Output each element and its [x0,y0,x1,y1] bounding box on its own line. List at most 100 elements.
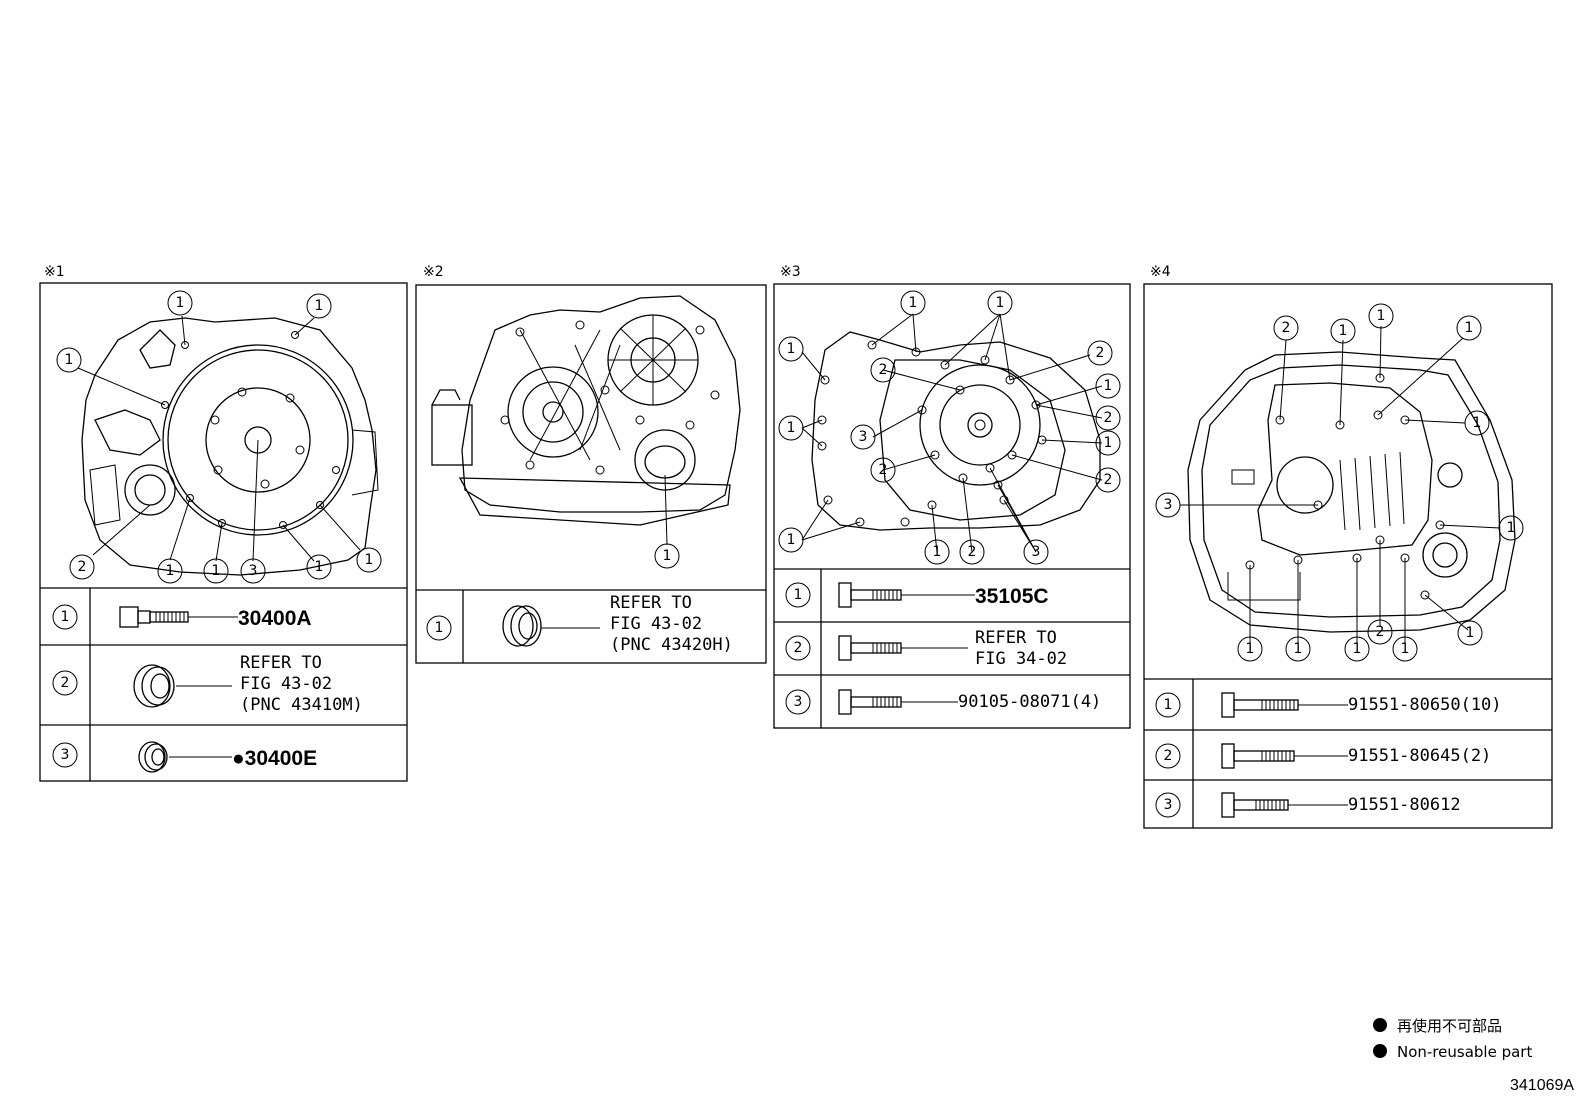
svg-text:1: 1 [1104,435,1113,451]
svg-text:1: 1 [166,563,175,579]
panel-2-callout [654,543,680,569]
svg-text:1: 1 [909,295,918,311]
svg-text:1: 1 [1401,641,1410,657]
panel-1-callouts: 1 1 1 2 1 1 3 1 1 [56,290,382,584]
panel-3-row-3-num: 3 [794,694,803,710]
panel-2-frame [415,284,767,664]
panel-4-row-3-part: 91551-80612 [1348,795,1461,815]
svg-text:1: 1 [1473,415,1482,431]
panel-3-row-2-line-2: FIG 34-02 [975,649,1067,669]
svg-text:3: 3 [859,429,868,445]
panel-4-row-1-num: 1 [1164,697,1173,713]
panel-4: ※4 [1143,264,1553,829]
panel-1-row-2-line-3: (PNC 43410M) [240,695,363,715]
svg-text:2: 2 [879,362,888,378]
panel-4-row-2-num: 2 [1164,748,1173,764]
svg-text:1: 1 [787,532,796,548]
panel-4-illustration [1180,325,1516,647]
panel-2-parts-table: 1 REFER TO FIG 43-02 (PNC 43420H) [416,589,766,663]
svg-text:1: 1 [996,295,1005,311]
bolt-icon [838,635,968,661]
bolt-icon [1221,743,1348,769]
non-reusable-dot-icon [1373,1018,1387,1032]
svg-text:1: 1 [787,420,796,436]
svg-text:1: 1 [315,298,324,314]
svg-text:1: 1 [663,548,672,564]
panel-2-row-1-line-3: (PNC 43420H) [610,635,733,655]
panel-3-row-1-part: 35105C [975,585,1049,608]
non-reusable-dot-icon [1373,1044,1387,1058]
svg-text:1: 1 [1104,378,1113,394]
svg-text:1: 1 [1353,641,1362,657]
panel-2-row-1-line-1: REFER TO [610,593,692,613]
bolt-icon [838,582,975,608]
svg-text:1: 1 [1246,641,1255,657]
panel-1-row-3-num: 3 [61,747,70,763]
panel-1: ※1 [39,264,408,782]
svg-text:2: 2 [968,544,977,560]
bolt-icon [838,689,958,715]
svg-text:2: 2 [1104,410,1113,426]
panel-3-callouts: 1 1 1 2 2 1 2 1 2 1 3 2 1 1 2 3 [778,290,1121,565]
svg-text:3: 3 [1164,497,1173,513]
panel-1-parts-table: 1 30400A 2 REFER TO FIG 43-02 (PNC 43410… [40,587,407,781]
panel-2-mark: ※2 [423,264,444,280]
panel-1-row-3-part: ●30400E [232,747,317,770]
figure-code: 341069A [1510,1077,1574,1094]
panel-3-row-3-part: 90105-08071(4) [958,692,1101,712]
panel-1-row-2-line-1: REFER TO [240,653,322,673]
svg-text:2: 2 [1282,320,1291,336]
panel-3-mark: ※3 [780,264,801,280]
panel-3: ※3 [773,264,1131,729]
svg-text:1: 1 [1507,520,1516,536]
oil-seal-icon [133,664,232,708]
svg-text:1: 1 [176,295,185,311]
oil-seal-icon [138,741,232,773]
svg-text:1: 1 [1339,323,1348,339]
panel-3-row-2-line-1: REFER TO [975,628,1057,648]
panel-1-row-1-part: 30400A [238,607,312,630]
svg-text:1: 1 [315,559,324,575]
panel-1-row-2-num: 2 [61,675,70,691]
panel-4-row-3-num: 3 [1164,797,1173,813]
panel-4-row-1-part: 91551-80650(10) [1348,695,1502,715]
panel-3-frame [773,283,1131,729]
panel-1-row-1-num: 1 [61,609,70,625]
panel-4-callouts: 2 1 1 1 1 3 1 1 1 1 2 1 1 [1155,303,1524,662]
svg-text:2: 2 [78,559,87,575]
svg-text:2: 2 [1096,345,1105,361]
svg-text:1: 1 [365,552,374,568]
panel-4-mark: ※4 [1150,264,1171,280]
svg-text:2: 2 [1376,624,1385,640]
panel-4-row-2-part: 91551-80645(2) [1348,746,1491,766]
legend: 再使用不可部品 Non-reusable part [1373,1017,1532,1061]
svg-text:2: 2 [1104,472,1113,488]
panel-3-row-2-num: 2 [794,640,803,656]
bolt-icon [1221,792,1348,818]
svg-text:1: 1 [1466,625,1475,641]
bolt-icon [1221,692,1348,718]
svg-text:1: 1 [1465,320,1474,336]
panel-2-illustration [431,295,741,546]
panel-2-row-1-num: 1 [435,620,444,636]
panel-4-frame [1143,283,1553,829]
panel-1-frame [39,282,408,782]
svg-text:1: 1 [933,544,942,560]
svg-text:1: 1 [1377,308,1386,324]
oil-seal-icon [502,605,600,647]
panel-2: ※2 1 1 [415,264,767,664]
panel-4-parts-table: 1 91551-80650(10) 2 91551-80645(2) 3 [1144,678,1552,828]
bolt-icon [119,606,238,628]
panel-3-parts-table: 1 35105C 2 REFER TO FIG 34-02 3 [774,568,1130,728]
panel-3-row-1-num: 1 [794,587,803,603]
svg-text:1: 1 [787,341,796,357]
svg-text:1: 1 [212,563,221,579]
panel-3-illustration [801,313,1103,553]
panel-1-mark: ※1 [44,264,65,280]
panel-1-illustration [77,315,379,576]
panel-1-row-2-line-2: FIG 43-02 [240,674,332,694]
legend-line-1: 再使用不可部品 [1397,1017,1502,1035]
svg-text:3: 3 [1032,544,1041,560]
svg-text:2: 2 [879,462,888,478]
